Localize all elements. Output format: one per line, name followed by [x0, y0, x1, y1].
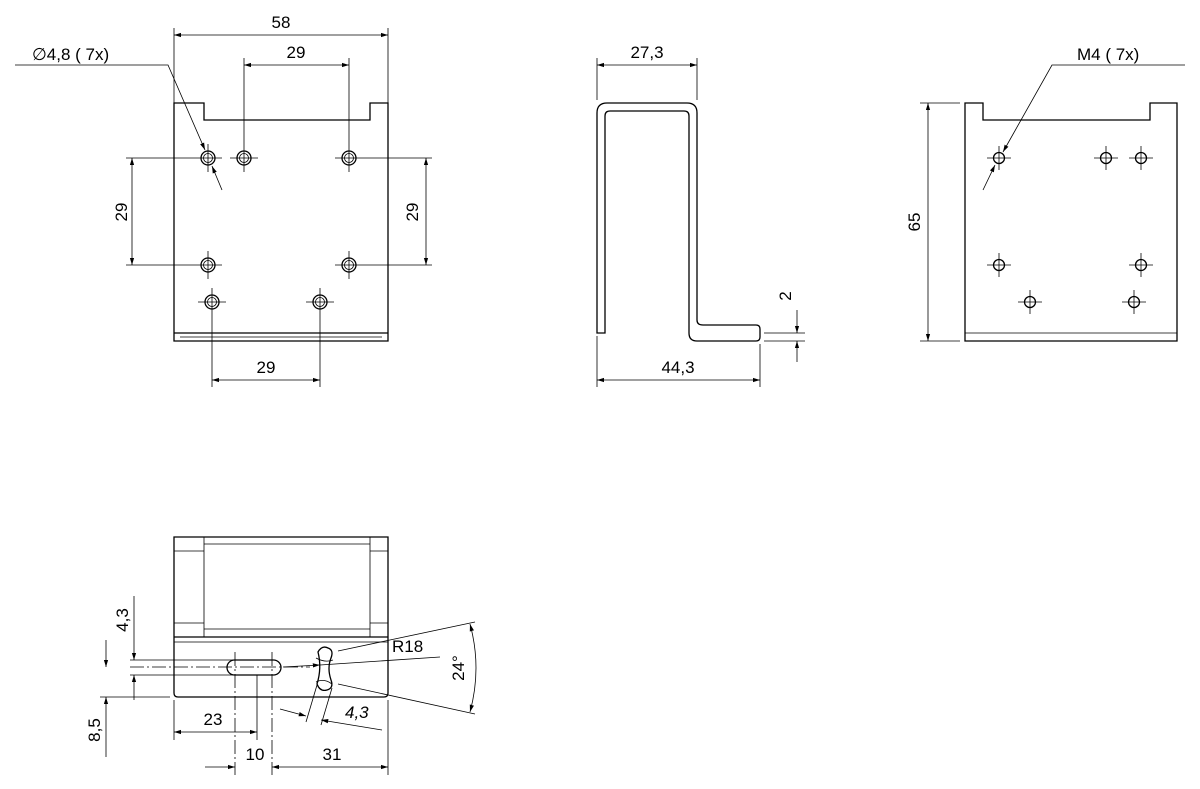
dim-slot-position: 23	[204, 710, 223, 729]
dim-depth-top: 27,3	[630, 43, 663, 62]
dim-slot-width: 4,3	[113, 608, 132, 632]
holes	[194, 144, 363, 316]
threaded-holes	[987, 146, 1153, 314]
dim-arc-position: 31	[323, 745, 342, 764]
dim-hole-spacing-right: 29	[403, 203, 422, 222]
thread-label: M4 ( 7x)	[1077, 45, 1139, 64]
dim-width: 58	[272, 13, 291, 32]
dim-angle: 24°	[449, 655, 468, 681]
dim-hole-spacing-top: 29	[287, 43, 306, 62]
dim-height: 65	[905, 213, 924, 232]
slot	[226, 659, 282, 676]
dim-slot-length: 10	[246, 745, 265, 764]
dim-depth-bottom: 44,3	[661, 358, 694, 377]
dim-radius: R18	[392, 637, 423, 656]
rear-view: 65 M4 ( 7x)	[905, 45, 1185, 342]
dim-thickness: 2	[776, 291, 795, 300]
dim-slot-offset: 8,5	[85, 718, 104, 742]
bottom-view: 4,3 8,5 23 10 31 R18 24° 4,3	[85, 536, 477, 775]
arc-slot	[316, 646, 333, 692]
dim-hole-spacing-left: 29	[112, 203, 131, 222]
dim-hole-spacing-bottom: 29	[257, 358, 276, 377]
hole-diameter-label: ∅4,8 ( 7x)	[32, 45, 109, 64]
front-view: 58 29 29 29 29 ∅4,8 ( 7x)	[15, 13, 432, 387]
side-view: 27,3 44,3 2	[596, 43, 805, 387]
dim-arc-slot-width: 4,3	[345, 703, 369, 722]
